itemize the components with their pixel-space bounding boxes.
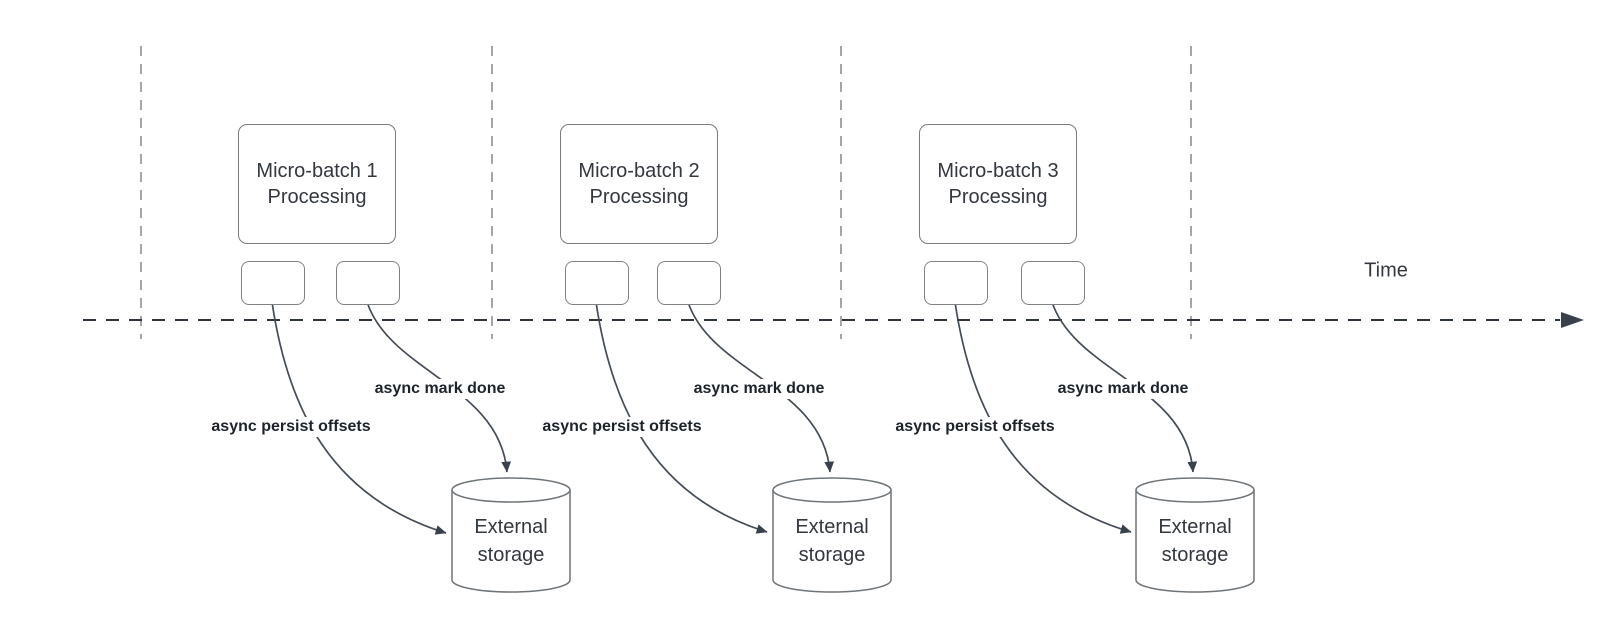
persist-offsets-label: async persist offsets bbox=[208, 417, 374, 437]
mark-done-label: async mark done bbox=[690, 379, 828, 399]
time-axis-arrowhead-icon bbox=[1561, 312, 1584, 328]
box-subtitle: Processing bbox=[589, 186, 689, 208]
external-storage-cylinder-2 bbox=[772, 477, 892, 593]
mark-done-label: async mark done bbox=[371, 379, 509, 399]
persist-task-box-2 bbox=[565, 261, 629, 305]
persist-offsets-label: async persist offsets bbox=[539, 417, 705, 437]
external-storage-cylinder-1 bbox=[451, 477, 571, 593]
mark-done-label: async mark done bbox=[1054, 379, 1192, 399]
time-axis-label: Time bbox=[1364, 259, 1408, 282]
mark-done-task-box-1 bbox=[336, 261, 400, 305]
external-storage-label: External storage bbox=[474, 516, 548, 566]
box-title: Micro-batch 2 bbox=[578, 160, 700, 182]
micro-batch-2-box: Micro-batch 2 Processing bbox=[560, 124, 718, 244]
persist-task-box-3 bbox=[924, 261, 988, 305]
persist-offsets-label: async persist offsets bbox=[892, 417, 1058, 437]
box-title: Micro-batch 1 bbox=[256, 160, 378, 182]
persist-offsets-arrow-1 bbox=[271, 301, 447, 535]
external-storage-cylinder-3 bbox=[1135, 477, 1255, 593]
persist-offsets-arrow-2 bbox=[595, 301, 768, 534]
persist-offsets-arrow-3 bbox=[954, 301, 1132, 534]
box-title: Micro-batch 3 bbox=[937, 160, 1059, 182]
micro-batch-1-box: Micro-batch 1 Processing bbox=[238, 124, 396, 244]
box-subtitle: Processing bbox=[267, 186, 367, 208]
micro-batch-3-box: Micro-batch 3 Processing bbox=[919, 124, 1077, 244]
mark-done-task-box-3 bbox=[1021, 261, 1085, 305]
external-storage-label: External storage bbox=[1158, 516, 1232, 566]
box-subtitle: Processing bbox=[948, 186, 1048, 208]
persist-task-box-1 bbox=[241, 261, 305, 305]
external-storage-label: External storage bbox=[795, 516, 869, 566]
mark-done-task-box-2 bbox=[657, 261, 721, 305]
